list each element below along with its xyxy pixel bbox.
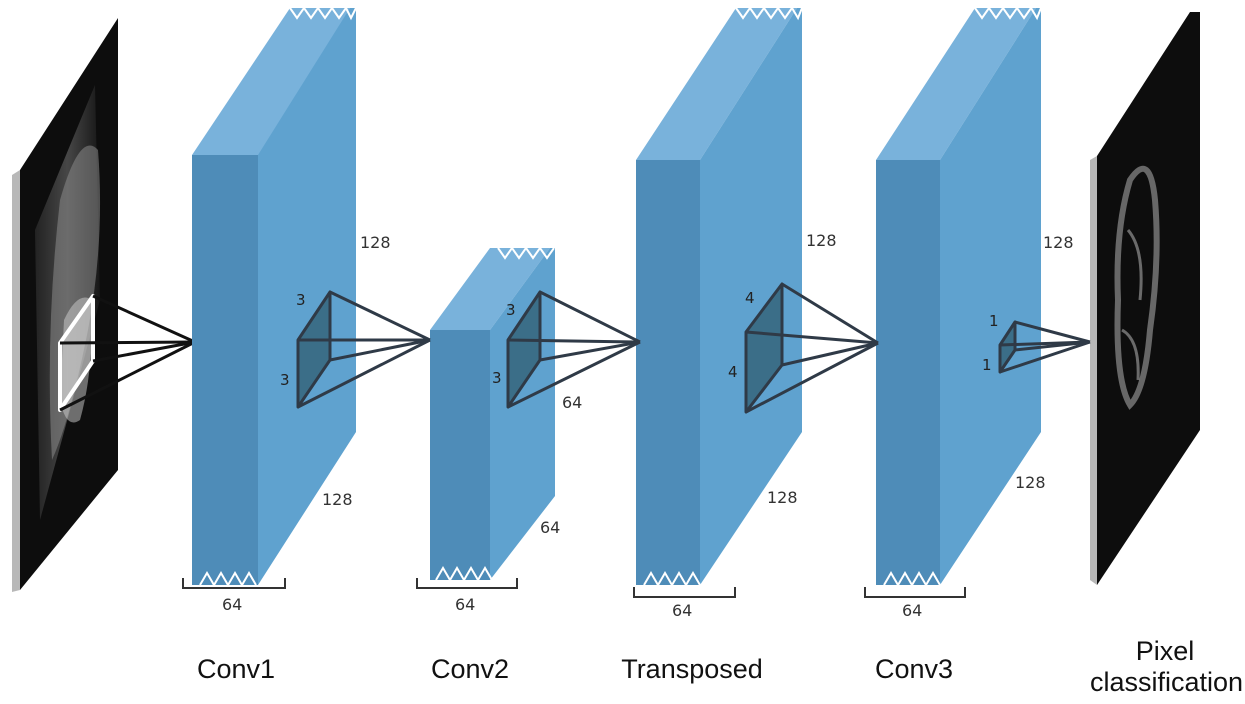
stage-label-conv3: Conv3 <box>874 654 954 684</box>
kernel-conv2 <box>506 290 641 409</box>
conv1-width-label: 128 <box>322 490 353 509</box>
transposed-depth-label: 64 <box>672 601 692 620</box>
input-receptive-field <box>58 294 196 412</box>
stage-label-output-line2: classification <box>1090 667 1244 697</box>
conv1-depth-label: 64 <box>222 595 242 614</box>
layer-block-transposed <box>636 6 803 587</box>
stage-label-conv2: Conv2 <box>430 654 510 684</box>
kernel3-size-top: 4 <box>745 289 755 307</box>
kernel-conv3 <box>998 320 1091 374</box>
conv2-width-label: 64 <box>540 518 560 537</box>
layer-block-conv3 <box>876 6 1042 587</box>
stage-label-output: Pixel classification <box>1090 636 1244 698</box>
kernel2-size-side: 3 <box>492 369 502 387</box>
kernel1-size-top: 3 <box>296 291 306 309</box>
conv2-depth-label: 64 <box>455 595 475 614</box>
stage-label-conv1: Conv1 <box>196 654 276 684</box>
stage-label-output-line1: Pixel <box>1135 636 1195 666</box>
conv3-depth-label: 64 <box>902 601 922 620</box>
kernel4-size-side: 1 <box>982 356 992 374</box>
kernel3-size-side: 4 <box>728 363 738 381</box>
kernel1-size-side: 3 <box>280 371 290 389</box>
stage-label-transposed: Transposed <box>621 654 763 684</box>
kernel2-size-top: 3 <box>506 301 516 319</box>
transposed-height-label: 128 <box>806 231 837 250</box>
conv1-height-label: 128 <box>360 233 391 252</box>
input-mri-image <box>12 18 118 592</box>
conv3-width-label: 128 <box>1015 473 1046 492</box>
kernel-conv1 <box>296 290 431 409</box>
layer-block-conv1 <box>192 6 357 587</box>
conv3-height-label: 128 <box>1043 233 1074 252</box>
depth-brackets <box>182 578 966 598</box>
kernel4-size-top: 1 <box>989 312 999 330</box>
kernel-transposed <box>744 282 879 414</box>
output-segmentation-image <box>1090 12 1200 585</box>
transposed-width-label: 128 <box>767 488 798 507</box>
conv2-height-label: 64 <box>562 393 582 412</box>
